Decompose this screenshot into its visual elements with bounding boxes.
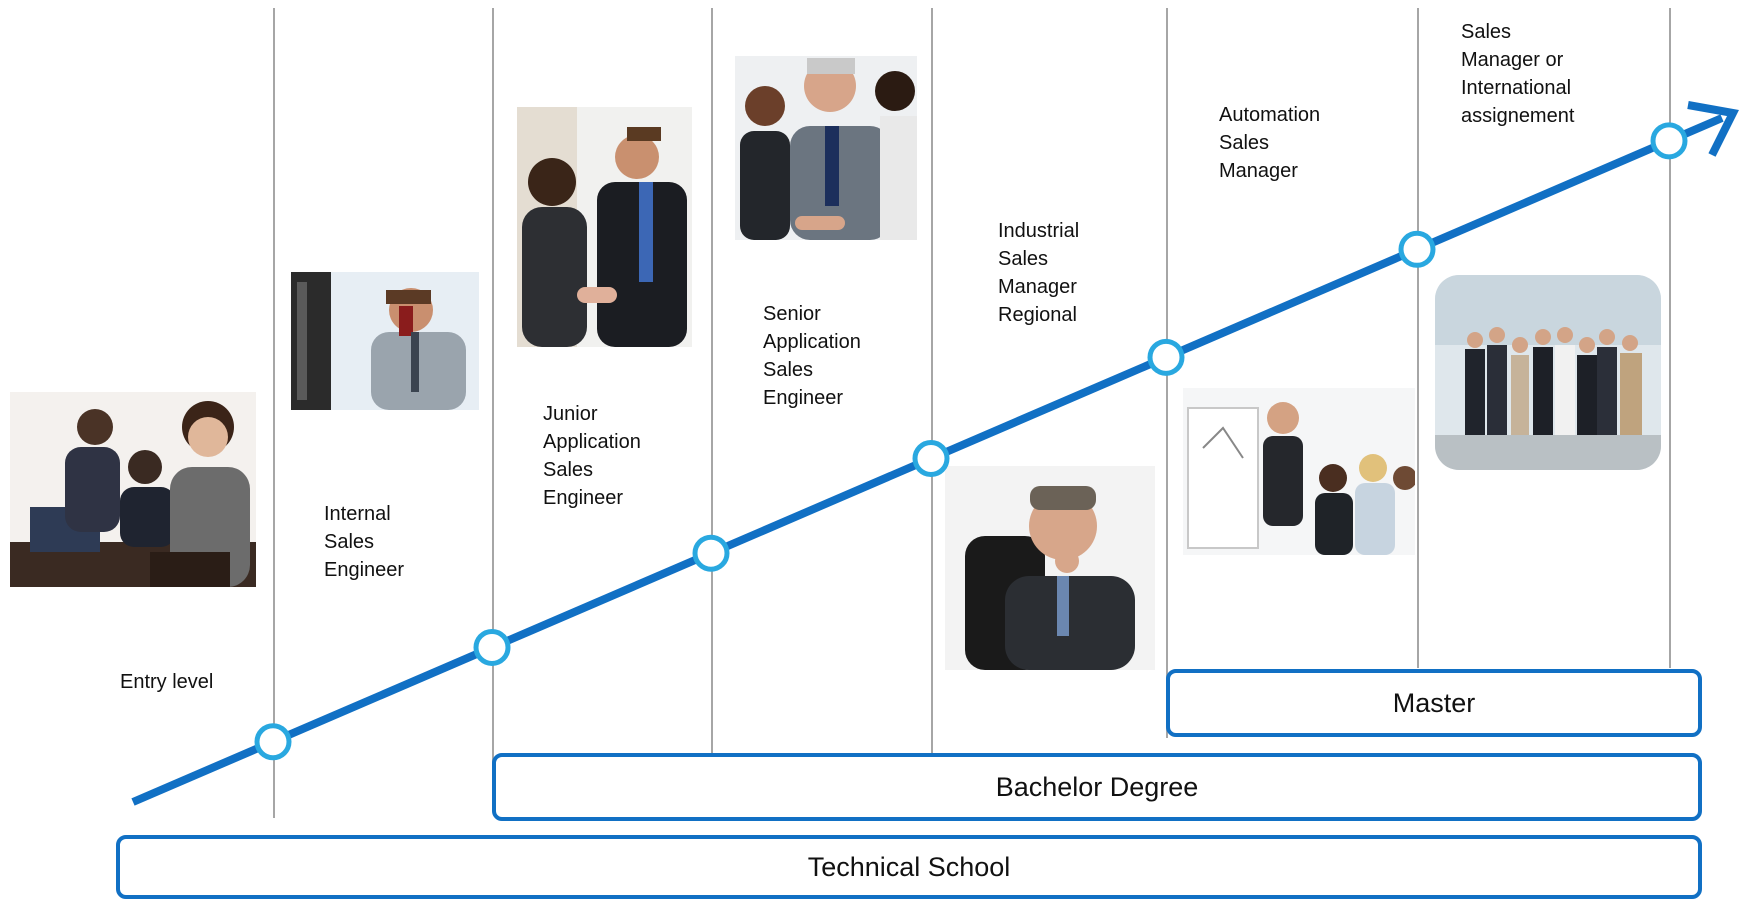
- education-bachelor-box: Bachelor Degree: [492, 753, 1702, 821]
- education-master-label: Master: [1392, 687, 1476, 718]
- education-master-box: Master: [1166, 669, 1702, 737]
- education-bachelor-label: Bachelor Degree: [995, 771, 1199, 802]
- stage-divider: [273, 8, 275, 818]
- stage-divider: [931, 8, 933, 753]
- milestone-marker: [1147, 338, 1185, 376]
- milestone-marker: [473, 628, 511, 666]
- thinking-manager-photo: [945, 466, 1155, 670]
- education-technical-school-box: Technical School: [116, 835, 1702, 899]
- milestone-marker: [1650, 122, 1688, 160]
- presentation-photo: [1183, 388, 1415, 555]
- milestone-marker: [912, 439, 950, 477]
- role-label-entry-level: Entry level: [120, 671, 214, 693]
- team-meeting-photo: [10, 392, 256, 587]
- milestone-marker: [254, 723, 292, 761]
- stage-divider: [711, 8, 713, 753]
- phone-call-photo: [291, 272, 479, 410]
- stage-divider: [1669, 8, 1671, 668]
- stage-divider: [1417, 8, 1419, 668]
- stage-divider: [492, 8, 494, 768]
- group-photo: [1435, 275, 1661, 470]
- milestone-marker: [1398, 230, 1436, 268]
- business-team-photo: [735, 56, 917, 240]
- education-technical-school-label: Technical School: [807, 851, 1011, 882]
- milestone-marker: [692, 534, 730, 572]
- handshake-photo: [517, 107, 692, 347]
